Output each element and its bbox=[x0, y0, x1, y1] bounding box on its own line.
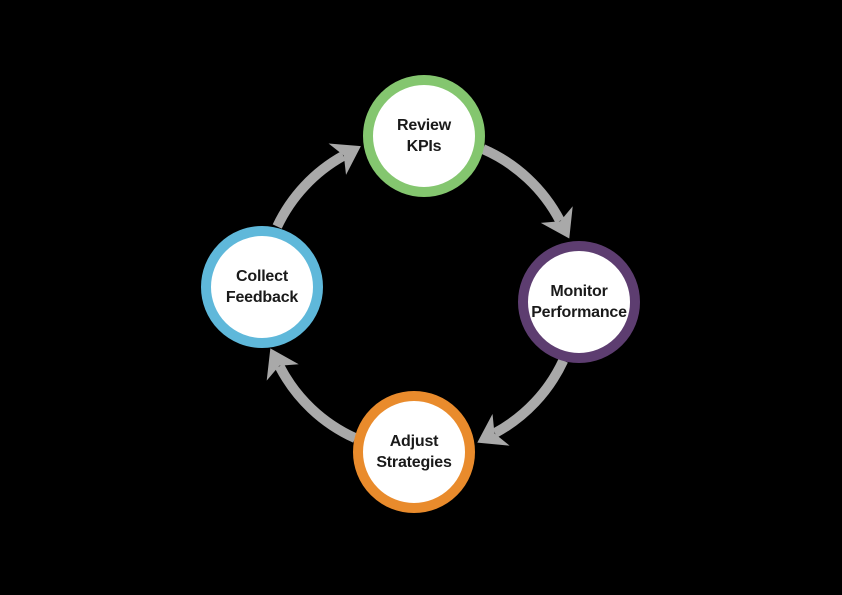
arrow-monitor-to-adjust bbox=[477, 358, 568, 446]
node-label-line2: Strategies bbox=[376, 454, 452, 471]
node-label-line2: Performance bbox=[531, 304, 627, 321]
node-circle-monitor-performance bbox=[518, 241, 640, 363]
arrow-collect-to-review bbox=[272, 143, 361, 229]
node-label-line2: KPIs bbox=[406, 138, 442, 155]
arrow-review-to-monitor bbox=[480, 144, 573, 239]
node-circle-adjust-strategies bbox=[353, 391, 475, 513]
node-label-line1: Monitor bbox=[550, 283, 608, 300]
node-label-monitor-performance: Monitor Performance bbox=[509, 272, 649, 332]
node-label-collect-feedback: Collect Feedback bbox=[192, 257, 332, 317]
node-circle-review-kpis bbox=[363, 75, 485, 197]
arrow-adjust-to-collect bbox=[266, 348, 358, 443]
node-circle-collect-feedback bbox=[201, 226, 323, 348]
node-label-adjust-strategies: Adjust Strategies bbox=[344, 422, 484, 482]
node-label-line2: Feedback bbox=[225, 289, 299, 306]
node-label-line1: Adjust bbox=[389, 433, 439, 450]
node-label-line1: Review bbox=[397, 117, 451, 134]
node-label-review-kpis: Review KPIs bbox=[354, 106, 494, 166]
node-label-line1: Collect bbox=[236, 268, 288, 285]
